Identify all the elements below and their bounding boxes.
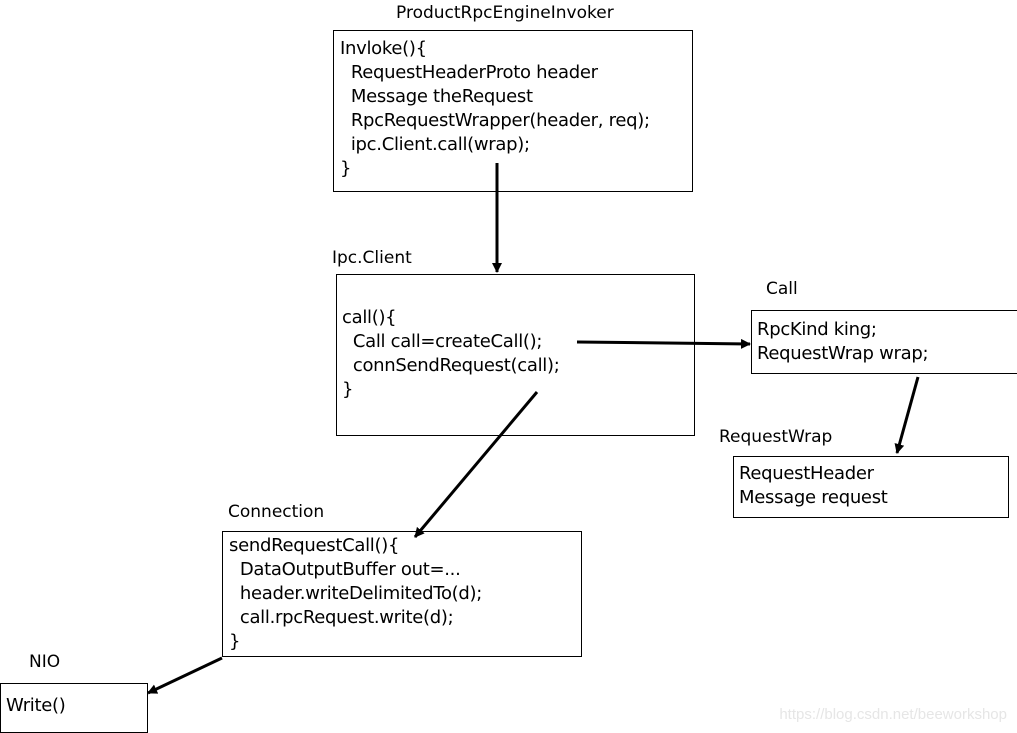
connection-box: sendRequestCall(){ DataOutputBuffer out=… (222, 531, 582, 657)
nio-title: NIO (29, 652, 61, 672)
code-line: RequestWrap wrap; (757, 343, 929, 364)
code-line: RpcRequestWrapper(header, req); (340, 110, 650, 131)
invoker-box: Invloke(){ RequestHeaderProto header Mes… (333, 30, 693, 192)
arrow-client-to-call (576, 338, 751, 349)
code-line: RpcKind king; (757, 319, 877, 340)
arrow-connection-to-nio (147, 656, 223, 695)
arrow-call-to-requestwrap (894, 376, 920, 454)
code-line: call(){ (342, 307, 397, 328)
requestwrap-box: RequestHeader Message request (733, 456, 1009, 518)
watermark: https://blog.csdn.net/beeworkshop (779, 706, 1007, 723)
code-line: DataOutputBuffer out=... (229, 559, 461, 580)
code-line: Write() (6, 695, 66, 716)
client-box: call(){ Call call=createCall(); connSend… (336, 274, 695, 436)
code-line: } (340, 158, 352, 179)
code-line: RequestHeaderProto header (340, 62, 598, 83)
code-line: Invloke(){ (340, 38, 427, 59)
nio-box: Write() (0, 683, 148, 733)
arrow-client-to-connection (413, 391, 539, 538)
code-line: Message theRequest (340, 86, 533, 107)
code-line: RequestHeader (739, 463, 874, 484)
code-line: header.writeDelimitedTo(d); (229, 583, 482, 604)
invoker-title: ProductRpcEngineInvoker (396, 3, 614, 23)
code-line: Call call=createCall(); (342, 331, 543, 352)
requestwrap-title: RequestWrap (719, 427, 833, 447)
client-title: Ipc.Client (332, 248, 412, 268)
code-line: ipc.Client.call(wrap); (340, 134, 530, 155)
code-line: Message request (739, 487, 888, 508)
code-line: call.rpcRequest.write(d); (229, 607, 454, 628)
connection-title: Connection (228, 502, 325, 522)
code-line: } (342, 379, 354, 400)
call-box: RpcKind king; RequestWrap wrap; (751, 310, 1017, 374)
code-line: connSendRequest(call); (342, 355, 560, 376)
code-line: } (229, 631, 241, 652)
call-title: Call (766, 279, 798, 299)
code-line: sendRequestCall(){ (229, 535, 400, 556)
